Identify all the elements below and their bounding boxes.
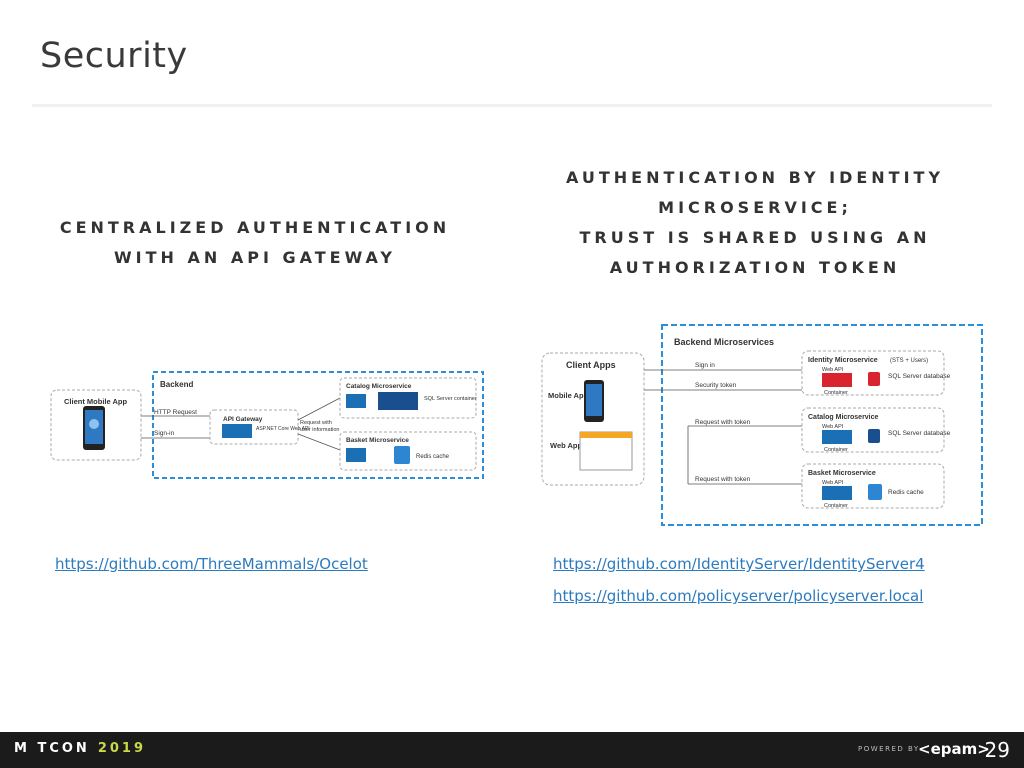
identityserver4-link[interactable]: https://github.com/IdentityServer/Identi… xyxy=(553,555,925,573)
epam-logo: <epam> xyxy=(918,740,990,758)
user-information-label: user information xyxy=(300,427,339,433)
api-gateway-sub: ASP.NET Core Web API xyxy=(256,426,310,432)
event-name: M TCON xyxy=(14,741,90,756)
phone-icon xyxy=(83,406,105,450)
backend-boundary xyxy=(661,324,983,526)
sign-in-label: Sign-in xyxy=(154,430,175,437)
identity-microservice-diagram: Backend Microservices Client Apps Mobile… xyxy=(541,324,983,526)
sql-server-label: SQL Server database xyxy=(888,373,951,380)
basket-service-title: Basket Microservice xyxy=(808,470,876,477)
web-api-container-icon xyxy=(346,448,366,462)
api-gateway-diagram: Client Mobile App Backend HTTP Request S… xyxy=(50,371,484,479)
container-label: Container xyxy=(824,503,848,509)
mobile-app-label: Mobile App xyxy=(548,391,589,400)
redis-icon xyxy=(868,484,882,500)
database-icon xyxy=(868,429,880,443)
right-heading-line: MICROSERVICE; xyxy=(658,198,852,217)
identity-service-title: Identity Microservice xyxy=(808,357,878,364)
slide-title: Security xyxy=(40,36,188,76)
right-heading-line: AUTHORIZATION TOKEN xyxy=(609,258,901,277)
ocelot-link[interactable]: https://github.com/ThreeMammals/Ocelot xyxy=(55,555,368,573)
backend-label: Backend Microservices xyxy=(674,337,774,347)
sign-in-label: Sign in xyxy=(695,362,715,369)
event-year: 2019 xyxy=(97,741,146,756)
catalog-store-label: SQL Server container xyxy=(424,396,477,402)
container-label: Container xyxy=(824,447,848,453)
right-heading-line: AUTHENTICATION BY IDENTITY xyxy=(565,168,945,187)
client-app-label: Client Mobile App xyxy=(64,397,127,406)
redis-icon xyxy=(394,446,410,464)
basket-service-title: Basket Microservice xyxy=(346,437,409,444)
left-heading-line: WITH AN API GATEWAY xyxy=(114,248,396,267)
api-gateway-title: API Gateway xyxy=(223,416,263,423)
catalog-service-title: Catalog Microservice xyxy=(346,383,412,390)
web-api-label: Web API xyxy=(822,480,844,486)
phone-icon xyxy=(584,380,604,422)
policyserver-link[interactable]: https://github.com/policyserver/policyse… xyxy=(553,587,924,605)
web-api-container-icon xyxy=(822,486,852,500)
sql-server-label: SQL Server database xyxy=(888,430,951,437)
security-token-label: Security token xyxy=(695,382,737,389)
web-app-label: Web App xyxy=(550,441,582,450)
left-heading: CENTRALIZED AUTHENTICATION WITH AN API G… xyxy=(40,213,470,273)
client-apps-label: Client Apps xyxy=(566,360,616,370)
backend-boundary xyxy=(152,371,484,479)
web-api-container-icon xyxy=(346,394,366,408)
sql-container-icon xyxy=(378,392,418,410)
web-api-label: Web API xyxy=(822,367,844,373)
backend-label: Backend xyxy=(160,380,193,389)
catalog-service-title: Catalog Microservice xyxy=(808,414,879,421)
footer-bar: M TCON 2019 POWERED BY <epam> 29 xyxy=(0,732,1024,768)
title-divider xyxy=(32,104,992,107)
identity-service-sub: (STS + Users) xyxy=(890,358,928,364)
container-label: Container xyxy=(824,390,848,396)
request-with-token-label: Request with token xyxy=(695,419,751,426)
left-heading-line: CENTRALIZED AUTHENTICATION xyxy=(59,218,451,237)
container-icon xyxy=(222,424,252,438)
web-api-container-icon xyxy=(822,373,852,387)
right-heading: AUTHENTICATION BY IDENTITY MICROSERVICE;… xyxy=(545,163,965,283)
request-with-label: Request with xyxy=(300,420,332,426)
browser-icon xyxy=(579,431,633,471)
web-api-container-icon xyxy=(822,430,852,444)
basket-store-label: Redis cache xyxy=(416,454,450,460)
database-icon xyxy=(868,372,880,386)
page-number: 29 xyxy=(984,738,1010,762)
web-api-label: Web API xyxy=(822,424,844,430)
request-with-token-label: Request with token xyxy=(695,476,751,483)
powered-by-label: POWERED BY xyxy=(858,745,920,753)
redis-cache-label: Redis cache xyxy=(888,489,924,496)
http-request-label: HTTP Request xyxy=(154,409,197,416)
right-heading-line: TRUST IS SHARED USING AN xyxy=(579,228,931,247)
event-logo: M TCON 2019 xyxy=(14,741,146,756)
